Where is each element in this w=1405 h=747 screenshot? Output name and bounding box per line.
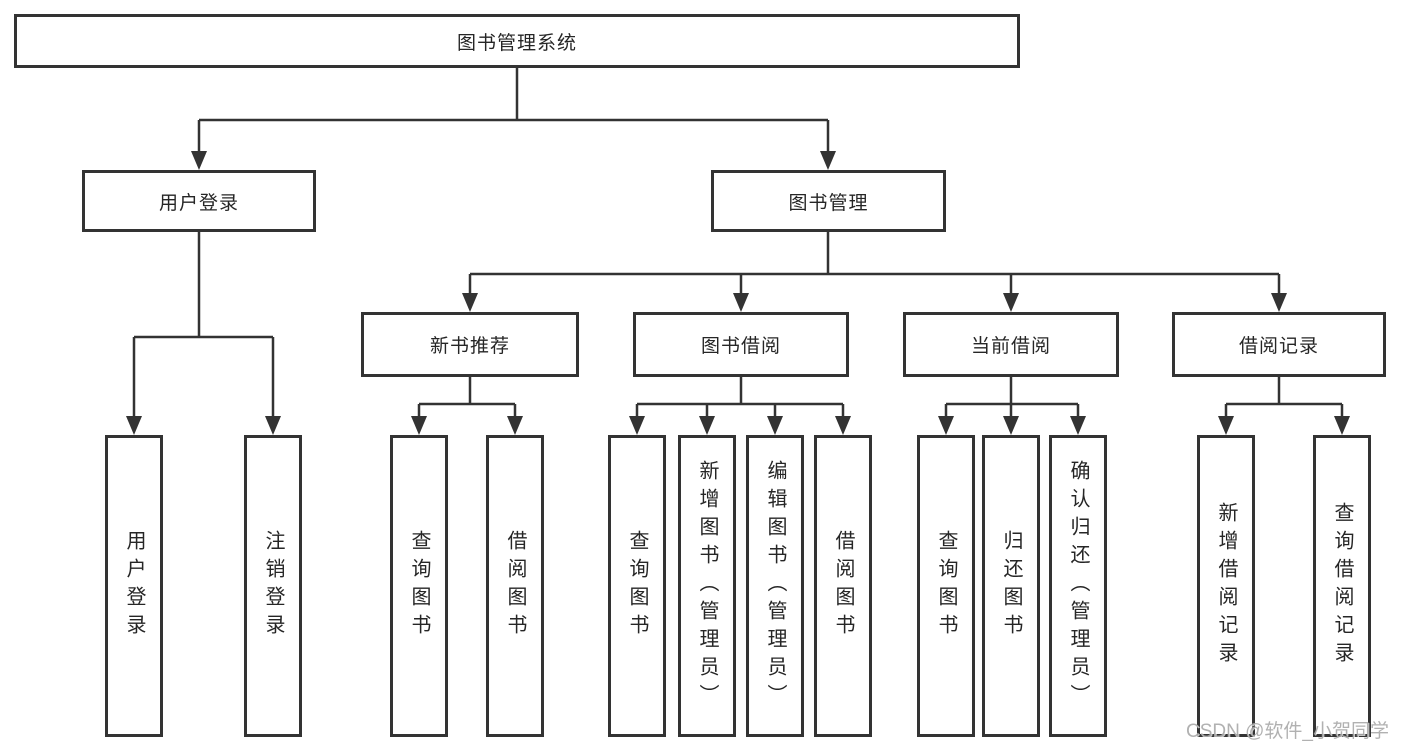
node-root: 图书管理系统 [14,14,1020,68]
leaf-edit-book-admin: 编辑图书（管理员） [746,435,804,737]
leaf-borrow-book-1: 借阅图书 [486,435,544,737]
leaf-query-borrow-record: 查询借阅记录 [1313,435,1371,737]
leaf-borrow-book-2: 借阅图书 [814,435,872,737]
node-user-login: 用户登录 [82,170,316,232]
node-current-borrow: 当前借阅 [903,312,1119,377]
csdn-watermark: CSDN @软件_小贺同学 [1186,721,1389,742]
leaf-query-book-2: 查询图书 [608,435,666,737]
leaf-logout: 注销登录 [244,435,302,737]
leaf-add-book-admin: 新增图书（管理员） [678,435,736,737]
leaf-confirm-return-admin: 确认归还（管理员） [1049,435,1107,737]
leaf-add-borrow-record: 新增借阅记录 [1197,435,1255,737]
node-new-book-recommend: 新书推荐 [361,312,579,377]
node-book-borrow: 图书借阅 [633,312,849,377]
leaf-return-book: 归还图书 [982,435,1040,737]
leaf-user-login: 用户登录 [105,435,163,737]
leaf-query-book-3: 查询图书 [917,435,975,737]
node-borrow-records: 借阅记录 [1172,312,1386,377]
node-book-management: 图书管理 [711,170,946,232]
leaf-query-book-1: 查询图书 [390,435,448,737]
